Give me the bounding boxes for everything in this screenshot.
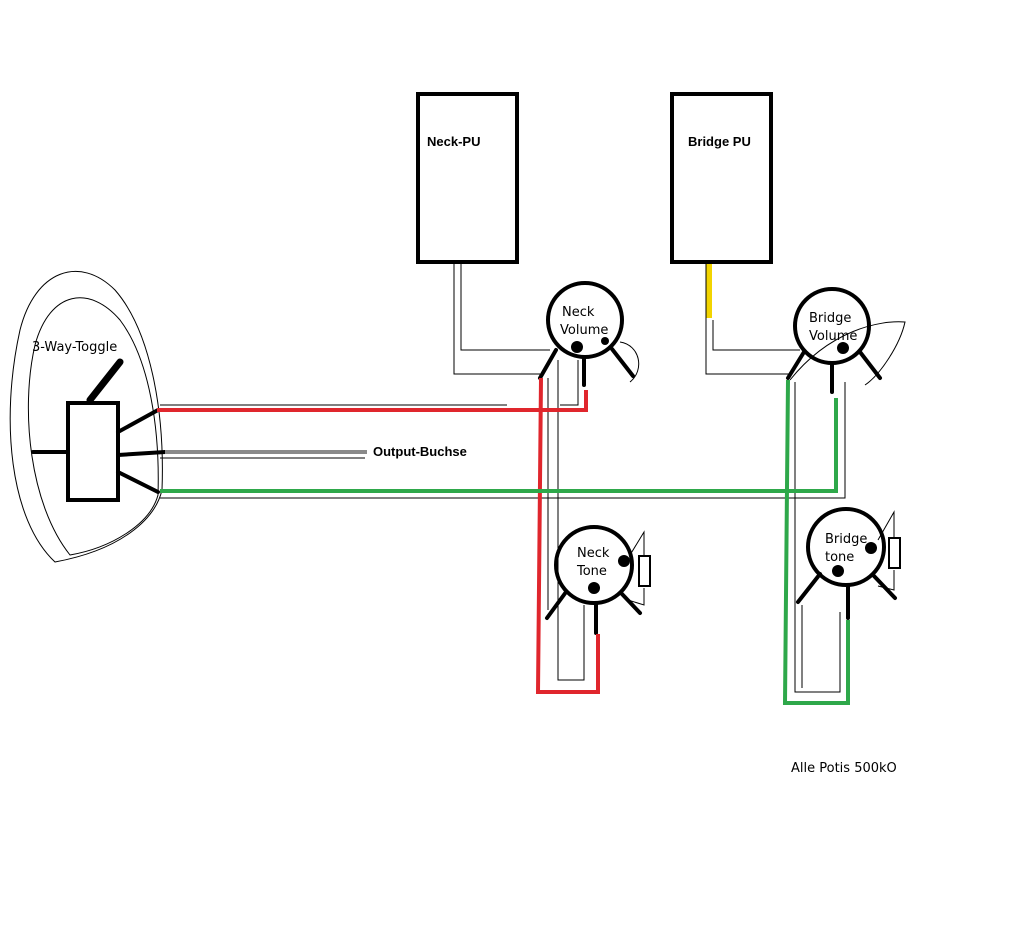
- bridge-tone-capacitor: [888, 537, 901, 569]
- bridge-volume-lug-left: [786, 350, 806, 380]
- bridge-pu-lead-inner: [712, 320, 800, 351]
- neck-volume-lug-left: [538, 348, 558, 380]
- neck-tone-label-1: Neck: [577, 546, 610, 561]
- bridge-tone-white-wire: [794, 382, 841, 693]
- neck-volume-ground-loop: [619, 341, 640, 383]
- bridge-volume-lug-right: [858, 350, 882, 380]
- neck-volume-lug-right: [610, 347, 635, 378]
- neck-tone-label-2: Tone: [576, 564, 607, 579]
- pot-value-note: Alle Potis 500kO: [791, 761, 897, 776]
- neck-tone-white-wire: [547, 360, 585, 681]
- bridge-tone-solder-dot-right: [865, 542, 877, 554]
- neck-tone-pot: [554, 525, 634, 605]
- bridge-tone-label-2: tone: [825, 550, 854, 565]
- neck-tone-cap-wire: [627, 530, 645, 606]
- bridge-volume-ground-loop: [789, 321, 906, 386]
- neck-volume-pot: [546, 281, 624, 359]
- bridge-pickup: [670, 92, 773, 264]
- bridge-pu-lead-outer: [705, 262, 790, 375]
- neck-tone-solder-dot-right: [618, 555, 630, 567]
- neck-volume-label-2: Volume: [560, 323, 608, 338]
- neck-tone-capacitor: [638, 555, 651, 587]
- bridge-volume-label-1: Bridge: [809, 311, 851, 326]
- bridge-volume-solder-dot: [837, 342, 849, 354]
- neck-tone-lug-left: [545, 590, 568, 620]
- neck-volume-solder-dot-small: [601, 337, 609, 345]
- toggle-outline-inner: [27, 297, 159, 556]
- output-jack-label: Output-Buchse: [373, 444, 467, 459]
- bridge-tone-label-1: Bridge: [825, 532, 867, 547]
- bridge-white-wire: [160, 382, 846, 499]
- toggle-outline-outer: [9, 271, 163, 563]
- neck-pickup-label: Neck-PU: [427, 134, 480, 149]
- toggle-lever: [86, 358, 124, 404]
- bridge-pickup-label: Bridge PU: [688, 134, 751, 149]
- neck-volume-solder-dot: [571, 341, 583, 353]
- green-wire-toggle: [160, 398, 838, 493]
- toggle-lug-bottom: [116, 470, 160, 494]
- neck-volume-white-wire: [160, 360, 579, 406]
- neck-volume-label-1: Neck: [562, 305, 595, 320]
- bridge-volume-pot: [793, 287, 871, 365]
- bridge-tone-cap-wire: [877, 510, 895, 591]
- neck-pu-lead-inner: [460, 262, 550, 351]
- toggle-lug-top: [116, 408, 160, 434]
- red-wire-tone: [535, 377, 600, 694]
- bridge-tone-lug-left: [796, 572, 822, 604]
- green-wire-tone: [782, 379, 850, 705]
- bridge-tone-lug-right: [872, 574, 897, 600]
- toggle-switch-body: [66, 401, 120, 502]
- neck-pickup: [416, 92, 519, 264]
- toggle-lug-mid: [116, 450, 167, 457]
- neck-tone-solder-dot: [588, 582, 600, 594]
- bridge-tone-solder-dot: [832, 565, 844, 577]
- neck-tone-lug-right: [620, 592, 642, 615]
- toggle-label: 3-Way-Toggle: [32, 340, 117, 355]
- red-wire-toggle: [157, 390, 588, 412]
- neck-pu-lead-outer: [453, 262, 540, 375]
- bridge-volume-label-2: Volume: [809, 329, 857, 344]
